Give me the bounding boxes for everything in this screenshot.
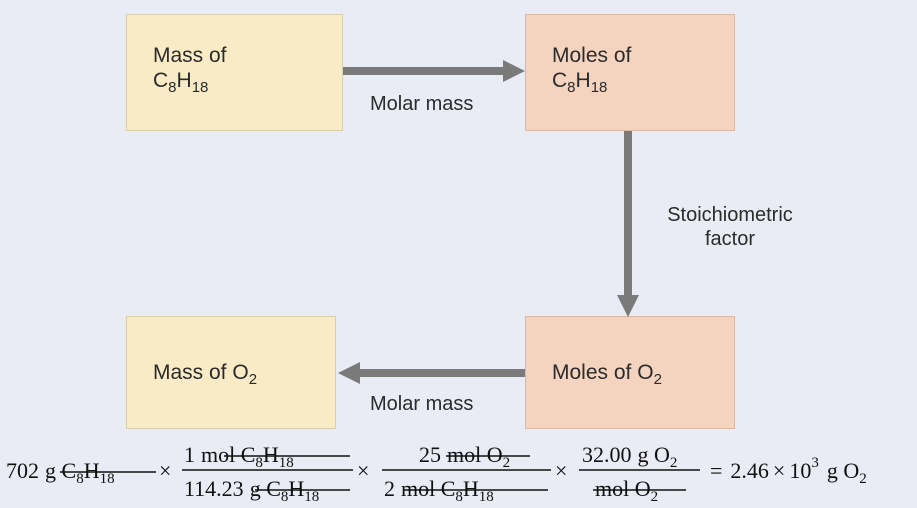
eq-times-1: × [159,458,171,483]
mass-c8h18-box: Mass of C8H18 [126,14,343,131]
bottom-arrow-label: Molar mass [370,393,474,415]
right-arrow-label-line1: Stoichiometric [667,204,793,226]
top-arrow-label: Molar mass [370,93,474,115]
moles-c8h18-prefix: Moles of [552,44,632,67]
mass-c8h18-prefix: Mass of [153,44,227,67]
right-arrow-label-line2: factor [704,228,756,250]
eq-f3-denominator: mol O2 [595,476,658,505]
arrow-moles-to-moles-head [617,295,639,317]
moles-o2-label: Moles of O2 [552,361,662,388]
arrow-moles-to-mass-head [338,362,360,384]
moles-c8h18-box: Moles of C8H18 [525,14,735,131]
moles-c8h18-formula: C8H18 [552,69,608,96]
arrow-moles-to-mass [358,369,525,377]
mass-o2-box: Mass of O2 [126,316,336,429]
eq-times-3: × [555,458,567,483]
right-arrow-label: Stoichiometric factor [650,203,810,251]
arrow-moles-to-moles [624,131,632,297]
eq-times-2: × [357,458,369,483]
mass-o2-label: Mass of O2 [153,361,258,388]
moles-o2-box: Moles of O2 [525,316,735,429]
arrow-mass-to-moles [343,67,505,75]
arrow-mass-to-moles-head [503,60,525,82]
mass-c8h18-formula: C8H18 [153,69,209,96]
